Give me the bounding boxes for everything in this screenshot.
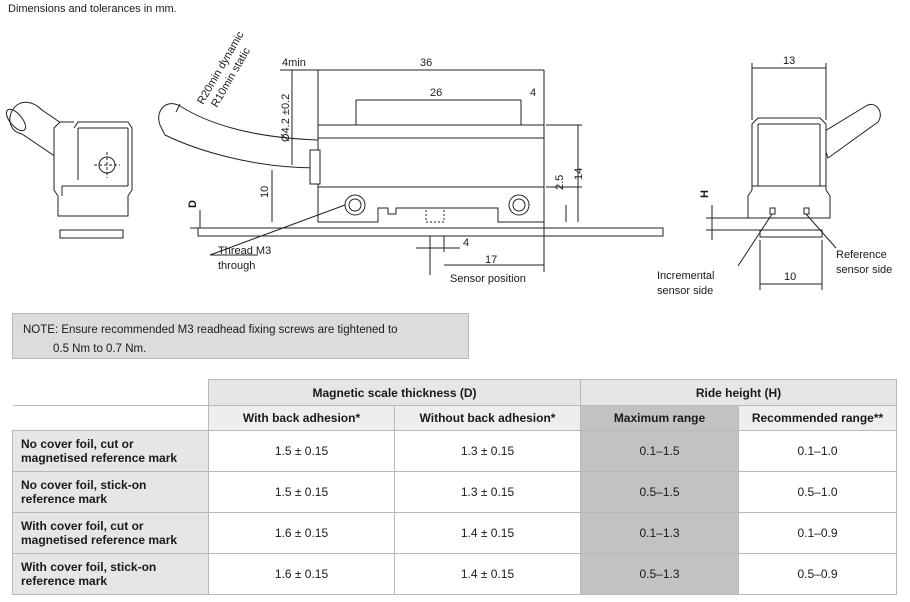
dim-10: 10 — [259, 186, 271, 198]
incremental-label-2: sensor side — [657, 285, 713, 297]
cell-without-adhesion: 1.3 ± 0.15 — [394, 430, 581, 472]
cell-recommended-range: 0.1–0.9 — [738, 512, 897, 554]
note-box: NOTE: Ensure recommended M3 readhead fix… — [12, 313, 469, 359]
dim-13: 13 — [783, 55, 795, 67]
header-scale-thickness: Magnetic scale thickness (D) — [208, 379, 581, 406]
right-end-view — [706, 63, 881, 290]
note-line-1: NOTE: Ensure recommended M3 readhead fix… — [23, 324, 398, 336]
dim-diameter: Ø4.2 ±0.2 — [280, 94, 292, 142]
cell-recommended-range: 0.5–1.0 — [738, 471, 897, 513]
dim-4-bottom: 4 — [463, 237, 469, 249]
dim-10-right: 10 — [784, 271, 796, 283]
caption: Dimensions and tolerances in mm. — [8, 3, 177, 15]
dim-d: D — [187, 200, 199, 208]
cell-maximum-range: 0.5–1.3 — [580, 553, 739, 595]
cell-with-adhesion: 1.5 ± 0.15 — [208, 430, 395, 472]
reference-label-2: sensor side — [836, 264, 892, 276]
reference-label-1: Reference — [836, 249, 887, 261]
side-view — [158, 69, 664, 275]
col-recommended-range: Recommended range** — [738, 405, 897, 431]
cell-without-adhesion: 1.4 ± 0.15 — [394, 512, 581, 554]
cell-recommended-range: 0.5–0.9 — [738, 553, 897, 595]
dim-36: 36 — [420, 57, 432, 69]
incremental-label-1: Incremental — [657, 270, 714, 282]
cell-recommended-range: 0.1–1.0 — [738, 430, 897, 472]
technical-drawing: R20min dynamic R10min static 4min 36 26 … — [5, 29, 892, 297]
cell-without-adhesion: 1.4 ± 0.15 — [394, 553, 581, 595]
spec-table: Magnetic scale thickness (D) Ride height… — [12, 379, 897, 595]
dim-h: H — [699, 190, 711, 198]
dim-2-5: 2.5 — [554, 175, 566, 190]
header-ride-height: Ride height (H) — [580, 379, 897, 406]
col-with-adhesion: With back adhesion* — [208, 405, 395, 431]
dim-14: 14 — [573, 168, 585, 180]
left-end-view — [5, 101, 133, 239]
col-maximum-range: Maximum range — [580, 405, 739, 431]
thread-label-1: Thread M3 — [218, 245, 271, 257]
dim-17: 17 — [485, 254, 497, 266]
cell-maximum-range: 0.1–1.5 — [580, 430, 739, 472]
col-without-adhesion: Without back adhesion* — [394, 405, 581, 431]
sensor-position-label: Sensor position — [450, 273, 526, 285]
dim-4min: 4min — [282, 57, 306, 69]
note-line-2: 0.5 Nm to 0.7 Nm. — [53, 343, 147, 355]
cell-maximum-range: 0.5–1.5 — [580, 471, 739, 513]
dim-26: 26 — [430, 87, 442, 99]
cell-with-adhesion: 1.6 ± 0.15 — [208, 512, 395, 554]
cell-with-adhesion: 1.6 ± 0.15 — [208, 553, 395, 595]
dim-4-top: 4 — [530, 87, 536, 99]
cell-maximum-range: 0.1–1.3 — [580, 512, 739, 554]
cell-with-adhesion: 1.5 ± 0.15 — [208, 471, 395, 513]
cell-without-adhesion: 1.3 ± 0.15 — [394, 471, 581, 513]
thread-label-2: through — [218, 260, 255, 272]
